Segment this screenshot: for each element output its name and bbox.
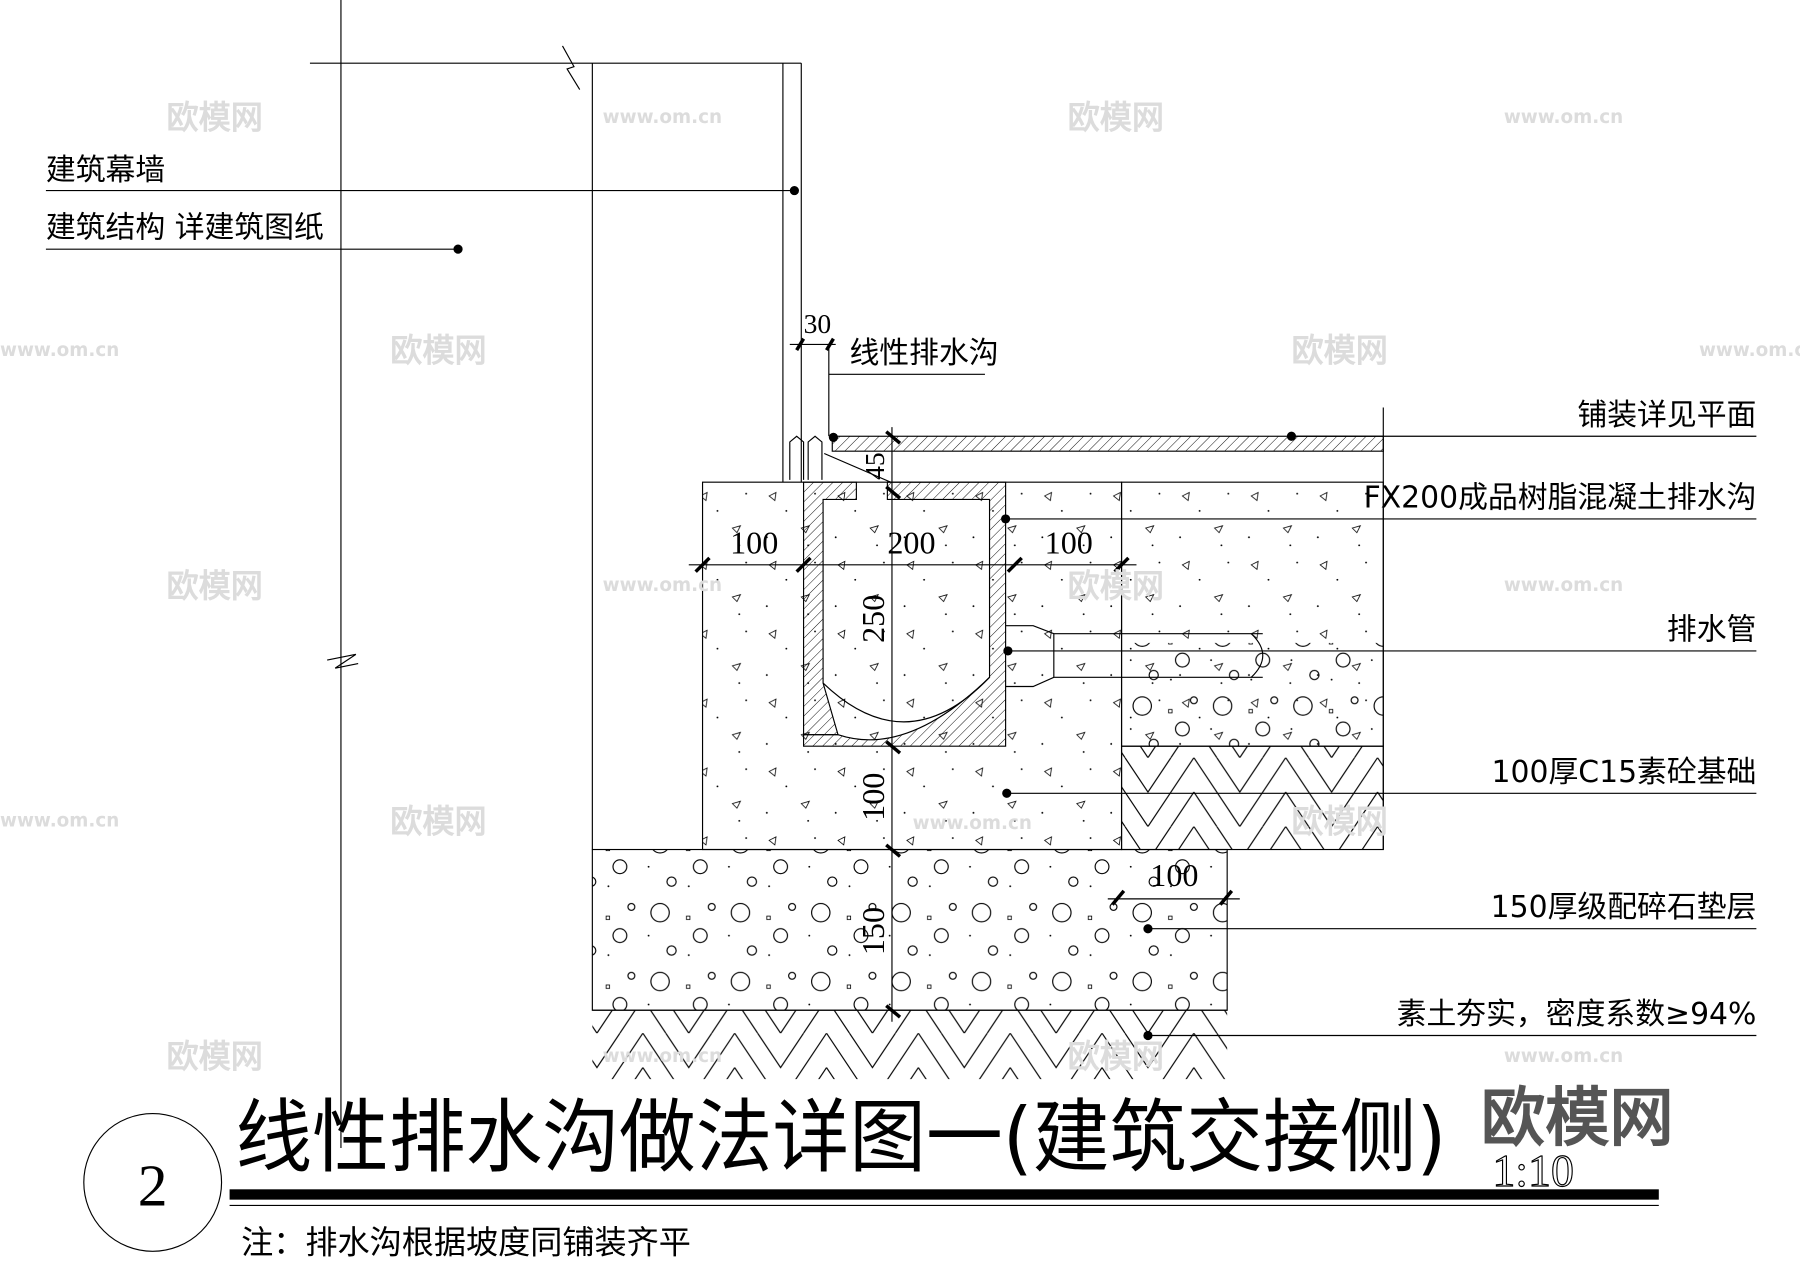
svg-text:欧模网: 欧模网: [1068, 1038, 1164, 1076]
svg-text:www.om.cn: www.om.cn: [603, 575, 722, 596]
title-block: 2 线性排水沟做法详图一(建筑交接侧) 欧模网 1:10 注：排水沟根据坡度同铺…: [83, 1081, 1674, 1262]
dim-250: 250: [855, 595, 891, 643]
svg-text:欧模网: 欧模网: [390, 802, 486, 840]
svg-text:欧模网: 欧模网: [166, 99, 262, 137]
dim-150: 150: [855, 907, 891, 955]
svg-text:www.om.cn: www.om.cn: [913, 813, 1032, 834]
svg-text:www.om.cn: www.om.cn: [603, 107, 722, 128]
gravel-bed: [591, 848, 1228, 1011]
label-structure: 建筑结构 详建筑图纸: [46, 211, 324, 246]
svg-text:欧模网: 欧模网: [1068, 99, 1164, 137]
scale: 1:10: [1492, 1145, 1574, 1196]
label-curtain-wall: 建筑幕墙: [46, 153, 165, 188]
c15-concrete-base: [701, 481, 1123, 851]
label-fx200: FX200成品树脂混凝土排水沟: [1364, 480, 1757, 515]
svg-text:www.om.cn: www.om.cn: [0, 811, 119, 832]
dim-100-right: 100: [1045, 524, 1093, 560]
svg-text:欧模网: 欧模网: [166, 1038, 262, 1076]
svg-text:www.om.cn: www.om.cn: [1504, 1046, 1623, 1067]
dimensions: 100 200 100 45 250 100 150 100: [688, 427, 1240, 1022]
svg-text:欧模网: 欧模网: [1291, 802, 1387, 840]
svg-text:欧模网: 欧模网: [390, 332, 486, 370]
svg-text:www.om.cn: www.om.cn: [1504, 107, 1623, 128]
label-c15: 100厚C15素砼基础: [1492, 755, 1757, 790]
dim-100-left: 100: [730, 524, 778, 560]
note: 注：排水沟根据坡度同铺装齐平: [241, 1224, 691, 1262]
svg-text:www.om.cn: www.om.cn: [603, 1046, 722, 1067]
drawing-title: 线性排水沟做法详图一(建筑交接侧): [235, 1090, 1446, 1184]
watermarks: 欧模网 欧模网 欧模网 欧模网 欧模网 欧模网 欧模网 欧模网 欧模网 欧模网 …: [0, 99, 1800, 1076]
label-linear-drain: 线性排水沟: [849, 336, 998, 371]
compacted-soil: [592, 1010, 1228, 1080]
label-paving: 铺装详见平面: [1577, 398, 1756, 433]
dim-100-base: 100: [855, 773, 891, 821]
svg-text:www.om.cn: www.om.cn: [1699, 340, 1800, 361]
label-gravel: 150厚级配碎石垫层: [1491, 890, 1757, 925]
dim-30: 30: [804, 308, 832, 339]
drain-pipe: [1003, 625, 1264, 688]
svg-text:欧模网: 欧模网: [166, 567, 262, 605]
svg-text:www.om.cn: www.om.cn: [0, 340, 119, 361]
label-soil: 素土夯实，密度系数≥94%: [1397, 997, 1757, 1032]
dim-45: 45: [859, 452, 890, 480]
svg-text:www.om.cn: www.om.cn: [1504, 575, 1623, 596]
dim-100-gravel: 100: [1150, 857, 1198, 893]
watermark-logo: 欧模网: [1481, 1081, 1674, 1156]
dim-200: 200: [887, 524, 935, 560]
label-drain-pipe: 排水管: [1667, 612, 1756, 647]
building-structure: [309, 0, 802, 1148]
svg-text:欧模网: 欧模网: [1291, 332, 1387, 370]
paving-layer: [831, 435, 1384, 452]
right-gravel: [1121, 642, 1384, 747]
svg-text:欧模网: 欧模网: [1068, 567, 1164, 605]
right-annotations: 铺装详见平面 FX200成品树脂混凝土排水沟 排水管 100厚C15素砼基础 1…: [1002, 398, 1757, 1041]
detail-number: 2: [138, 1152, 168, 1218]
